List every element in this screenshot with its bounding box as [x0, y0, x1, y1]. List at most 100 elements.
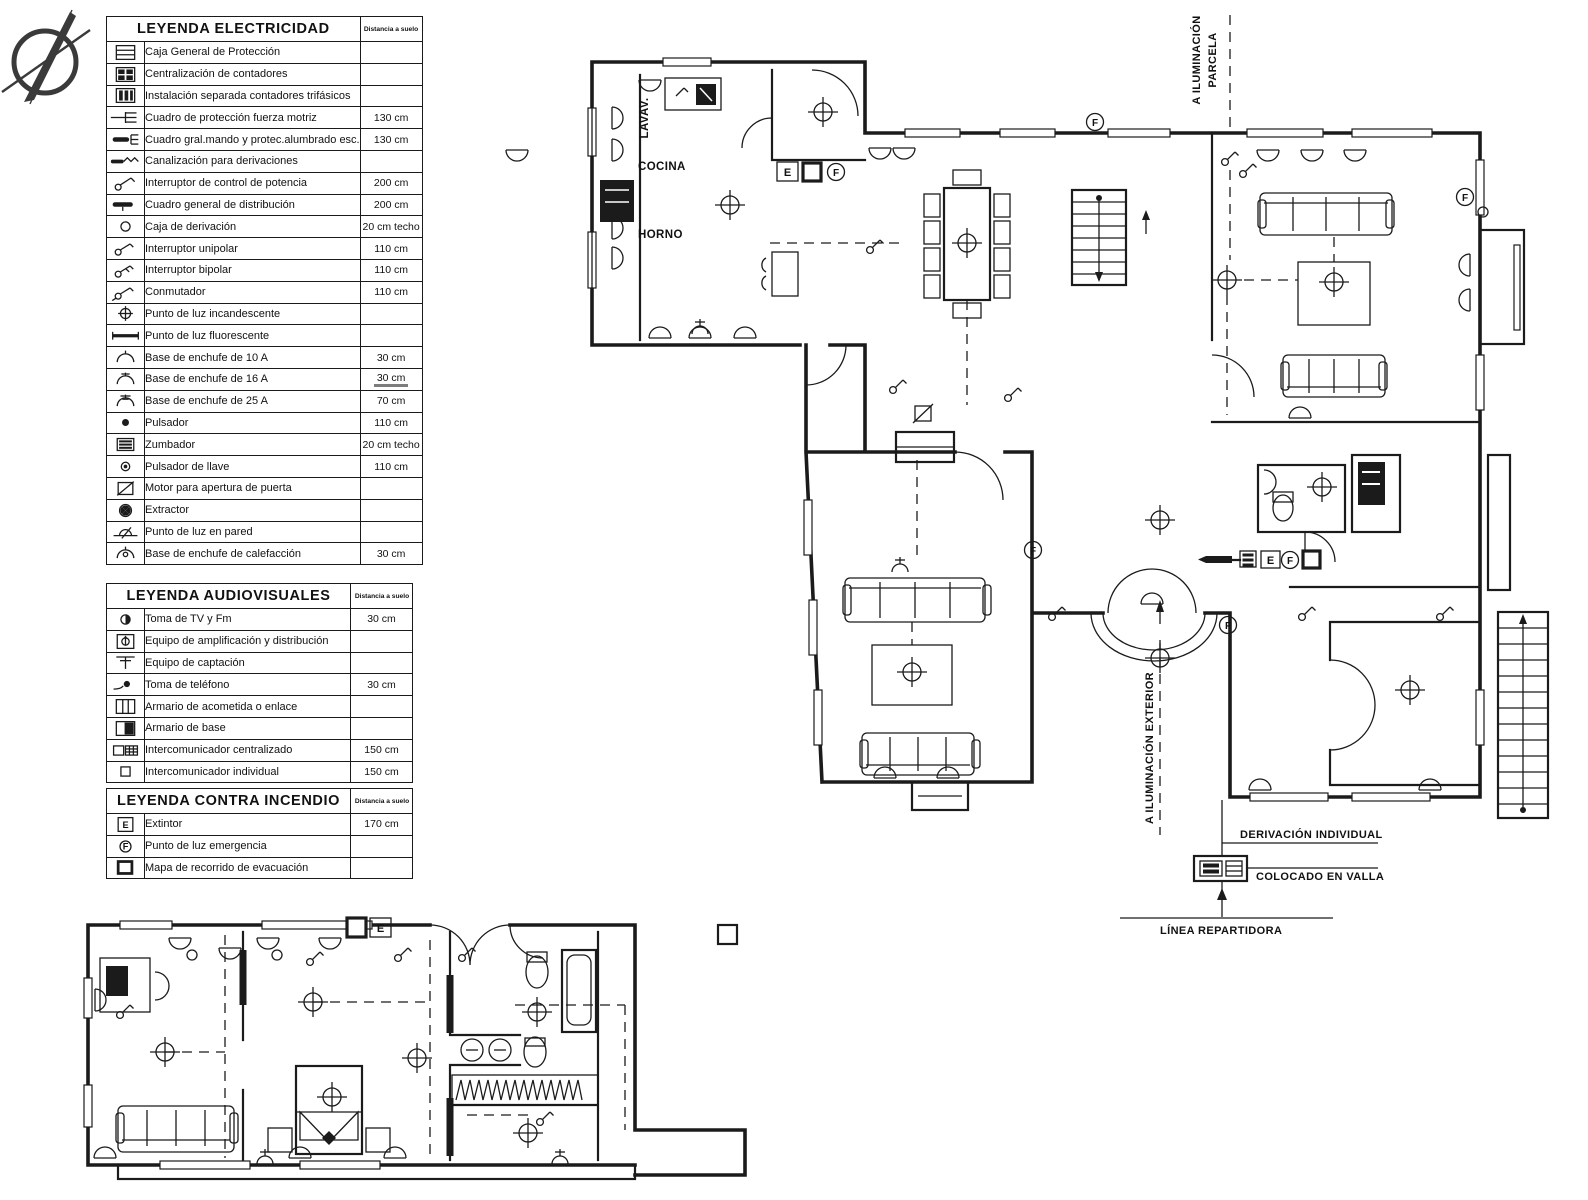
legend-label: Interruptor unipolar	[144, 237, 361, 260]
annotation-text: PARCELA	[1207, 32, 1219, 87]
legend-distance	[359, 520, 423, 544]
legend-label: Instalación separada contadores trifásic…	[144, 84, 361, 108]
legend-distance: 110 cm	[359, 280, 423, 304]
emergencia-marker: F	[1287, 556, 1293, 567]
equipo-captacion-icon	[106, 651, 145, 675]
intercom-centralizado-icon	[106, 738, 145, 762]
legend-distance: 70 cm	[359, 389, 423, 413]
enchufe-25a-icon	[106, 389, 145, 413]
legend-label: Punto de luz en pared	[144, 520, 361, 544]
legend-distance	[359, 41, 423, 64]
desk	[99, 957, 170, 1013]
contadores-trifasicos-icon	[106, 84, 145, 108]
legend-row: Armario de base	[106, 716, 413, 740]
punto-luz-pared-icon	[106, 520, 145, 544]
distance-header: Distancia a suelo	[351, 788, 412, 814]
legend-row: Canalización para derivaciones	[106, 149, 423, 173]
centralizacion-contadores-icon	[106, 62, 145, 86]
north-arrow-icon	[1, 9, 91, 105]
legend-distance: 130 cm	[359, 128, 423, 151]
svg-text:E: E	[122, 820, 128, 830]
legend-label: Interruptor bipolar	[144, 258, 361, 282]
legend-distance: 30 cm	[359, 367, 423, 391]
legend-label: Base de enchufe de 25 A	[144, 389, 361, 413]
annotation-acometida: A ILUMINACIÓN EXTERIOR DERIVACIÓN INDIVI…	[1120, 672, 1384, 937]
legend-distance: 130 cm	[359, 106, 423, 130]
legend-row: F Punto de luz emergencia	[106, 834, 413, 858]
legend-distance: 200 cm	[359, 171, 423, 195]
legend-distance	[350, 651, 413, 675]
legend-distance	[359, 324, 423, 348]
equipo-amplificacion-icon	[106, 629, 145, 653]
enchufe-calefaccion-icon	[106, 542, 145, 566]
legend-label: Base de enchufe de 10 A	[144, 346, 361, 369]
legend-label: Interruptor de control de potencia	[144, 171, 361, 195]
legend-table-audiovisuales: LEYENDA AUDIOVISUALES Distancia a suelo …	[106, 583, 413, 784]
legend-row: Mapa de recorrido de evacuación	[106, 856, 413, 880]
legend-distance: 30 cm	[350, 673, 413, 697]
legend-row: Punto de luz incandescente	[106, 302, 423, 326]
legend-label: Base de enchufe de calefacción	[144, 542, 361, 566]
legend-distance	[359, 84, 423, 108]
legend-label: Punto de luz emergencia	[144, 834, 351, 858]
legend-distance	[350, 834, 413, 858]
svg-text:F: F	[123, 841, 129, 851]
annotation-text: A ILUMINACIÓN EXTERIOR	[1143, 672, 1156, 824]
armario-base-icon	[106, 716, 145, 740]
legend-label: Base de enchufe de 16 A	[144, 367, 361, 391]
legend-label: Zumbador	[144, 433, 361, 457]
punto-luz-incandescente-icon	[106, 302, 145, 326]
legend-label: Extractor	[144, 498, 361, 522]
legend-row: Equipo de amplificación y distribución	[106, 629, 413, 653]
staircase	[1070, 188, 1150, 287]
legend-distance	[359, 302, 423, 326]
legend-distance: 30 cm	[359, 346, 423, 369]
legend-row: Instalación separada contadores trifásic…	[106, 84, 423, 108]
legend-distance: 110 cm	[359, 411, 423, 435]
emergencia-marker: F	[1225, 621, 1231, 632]
extintor-simbolo-icon: E	[106, 813, 145, 836]
caja-derivacion-icon	[106, 215, 145, 239]
extintor-marker: E	[784, 167, 791, 179]
legend-label: Equipo de amplificación y distribución	[144, 629, 351, 653]
cuadro-gral-mando-icon	[106, 128, 145, 151]
conmutador-icon	[106, 280, 145, 304]
fire-markers: E	[345, 916, 392, 939]
legend-label: Punto de luz fluorescente	[144, 324, 361, 348]
legend-row: Equipo de captación	[106, 651, 413, 675]
legend-label: Toma de teléfono	[144, 673, 351, 697]
sofa	[115, 1105, 239, 1153]
annotation-iluminacion-parcela: A ILUMINACIÓN PARCELA	[1190, 15, 1231, 130]
legend-label: Pulsador	[144, 411, 361, 435]
legend-distance	[359, 476, 423, 500]
mapa-evacuacion-icon	[106, 856, 145, 880]
pulsador-icon	[106, 411, 145, 435]
intercom-individual-icon	[106, 760, 145, 784]
zumbador-icon	[106, 433, 145, 457]
sofa	[1280, 354, 1388, 398]
legend-distance: 150 cm	[350, 760, 413, 784]
legend-table-contra-incendio: LEYENDA CONTRA INCENDIO Distancia a suel…	[106, 788, 413, 880]
legend-label: Mapa de recorrido de evacuación	[144, 856, 351, 880]
legend-label: Equipo de captación	[144, 651, 351, 675]
emergencia-marker: F	[1030, 546, 1036, 557]
legend-table-electricidad: LEYENDA ELECTRICIDAD Distancia a suelo C…	[106, 16, 423, 566]
legend-label: Centralización de contadores	[144, 62, 361, 86]
legend-label: Caja General de Protección	[144, 41, 361, 64]
cuadro-general-distribucion-icon	[106, 193, 145, 217]
main-floor-plan: E F E F F F F F LAVAV. COCINA HORNO	[505, 57, 1550, 835]
equipment-markers: E F	[1198, 549, 1322, 570]
legend-title: LEYENDA AUDIOVISUALES	[106, 583, 351, 609]
legend-distance: 110 cm	[359, 455, 423, 478]
interruptor-bipolar-icon	[106, 258, 145, 282]
distance-header: Distancia a suelo	[351, 583, 412, 609]
